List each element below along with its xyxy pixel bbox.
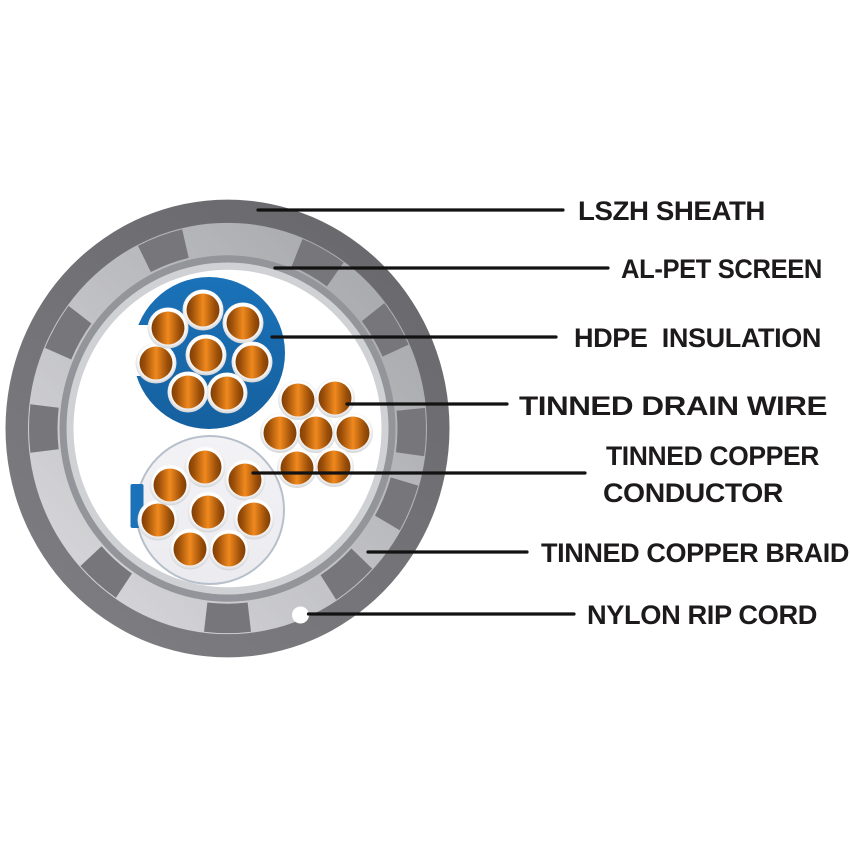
conductor-copper-core [188,450,222,484]
conductor-copper-core [235,345,269,379]
label-tinned-copper-conductor: TINNED COPPER CONDUCTOR [251,441,819,508]
conductor-copper-core [173,532,207,566]
conductor-copper-core [210,376,244,410]
braid-wedge [361,303,409,357]
conductor-copper-core [139,346,173,380]
braid-wedge [395,407,426,457]
drain-wire-copper-core [263,416,297,450]
conductor-copper-core [141,503,175,537]
braid-wedge [80,546,132,598]
label-text-conductor-line1: TINNED COPPER [606,441,819,471]
drain-wire-copper-core [336,416,370,450]
label-tinned-copper-braid: TINNED COPPER BRAID [366,538,849,568]
label-tinned-drain-wire: TINNED DRAIN WIRE [345,391,827,421]
drain-wire-copper-core [317,450,351,484]
label-al-pet-screen: AL-PET SCREEN [273,254,822,284]
braid-wedge [45,305,92,360]
label-lszh-sheath: LSZH SHEATH [256,196,765,226]
braid-wedge [320,548,373,600]
conductor-copper-core [212,533,246,567]
conductor-copper-core [186,293,220,327]
drain-wire-group [260,378,373,488]
pair-bundle-gray [130,435,285,585]
conductor-copper-core [171,375,205,409]
label-text-lszh: LSZH SHEATH [578,196,765,226]
drain-wire-copper-core [299,416,333,450]
conductor-copper-core [226,306,260,340]
pair-bundle-blue [130,277,285,429]
conductor-copper-core [191,495,225,529]
label-text-conductor-line2: CONDUCTOR [603,478,783,508]
drain-wire-copper-core [280,451,314,485]
nylon-rip-cord-dot [292,606,309,624]
label-text-alpet: AL-PET SCREEN [621,254,822,284]
drain-wire-copper-core [318,381,352,415]
label-hdpe-insulation: HDPE INSULATION [270,323,821,353]
braid-wedge [204,602,251,634]
label-text-braid: TINNED COPPER BRAID [541,538,849,568]
braid-wedge [138,229,189,273]
label-nylon-rip-cord: NYLON RIP CORD [306,600,817,630]
gray-bundle-conductors [137,446,275,571]
label-text-hdpe: HDPE INSULATION [574,323,821,353]
conductor-copper-core [189,338,223,372]
blue-bundle-conductors [135,289,273,414]
braid-wedge [375,477,419,531]
drain-wire-copper-core [281,383,315,417]
braid-wedge [29,404,59,453]
braid-wedge [291,239,344,287]
conductor-copper-core [228,463,262,497]
braid-wedges [29,229,426,634]
label-text-drain: TINNED DRAIN WIRE [519,391,827,421]
label-text-ripcord: NYLON RIP CORD [587,600,817,630]
conductor-copper-core [151,311,185,345]
conductor-copper-core [153,468,187,502]
callout-labels: LSZH SHEATH AL-PET SCREEN HDPE INSULATIO… [251,196,849,630]
conductor-copper-core [237,502,271,536]
